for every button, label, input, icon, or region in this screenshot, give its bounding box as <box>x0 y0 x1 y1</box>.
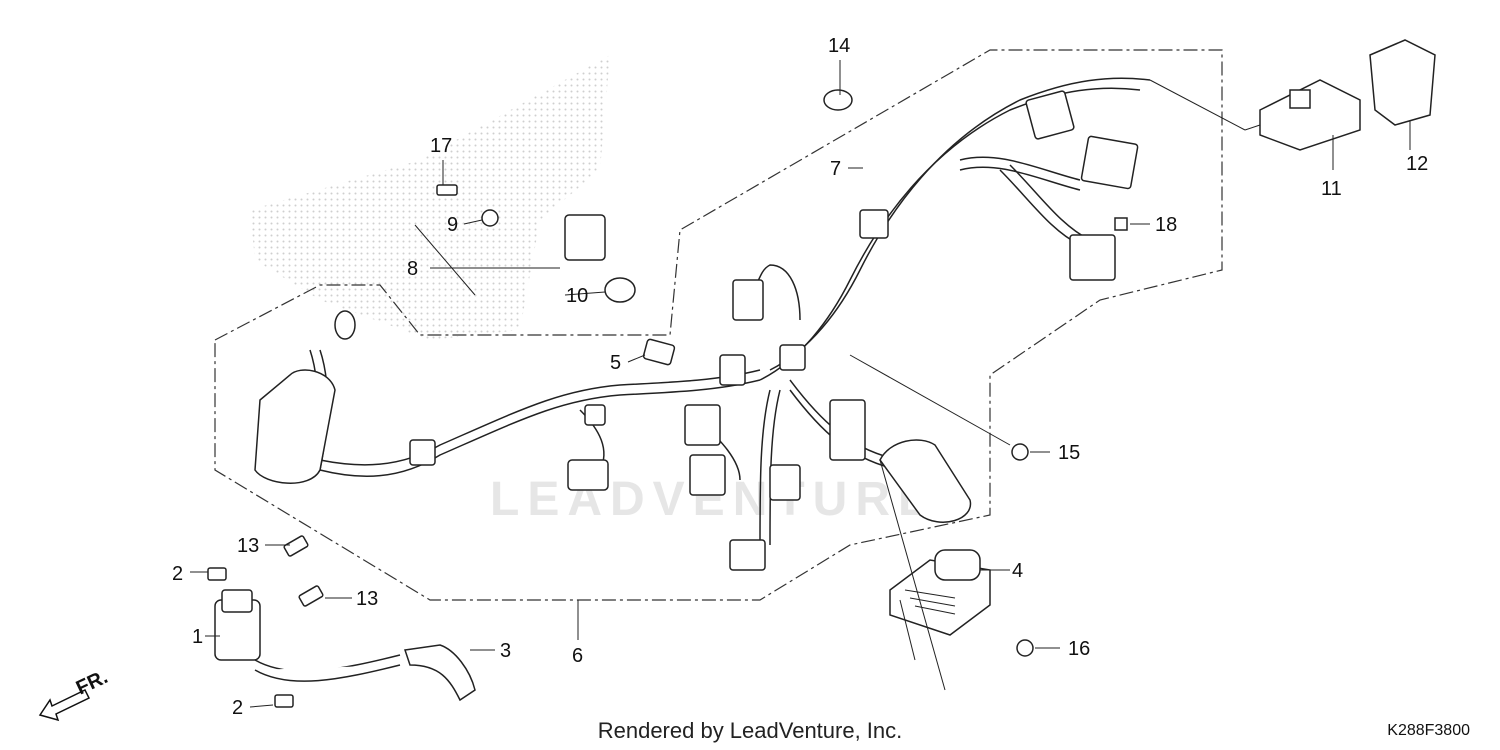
render-credit: Rendered by LeadVenture, Inc. <box>597 718 903 743</box>
callout-15: 15 <box>1058 442 1080 464</box>
callout-17: 17 <box>430 135 452 157</box>
cylinder-left <box>254 310 356 484</box>
leader-lines <box>190 60 1411 708</box>
group-outline-harness <box>214 49 1223 601</box>
callout-2-bottom: 2 <box>232 697 243 719</box>
callout-14: 14 <box>828 35 850 57</box>
callout-7: 7 <box>830 158 841 180</box>
callout-9: 9 <box>447 214 458 236</box>
callout-12: 12 <box>1406 153 1428 175</box>
callout-1: 1 <box>192 626 203 648</box>
callout-3: 3 <box>500 640 511 662</box>
callout-13-bottom: 13 <box>356 588 378 610</box>
part-11-relay <box>1259 79 1361 151</box>
callout-11: 11 <box>1321 178 1342 200</box>
callout-2-top: 2 <box>172 563 183 585</box>
front-direction-arrow: FR. <box>38 666 111 722</box>
callout-6: 6 <box>572 645 583 667</box>
frame-shading <box>250 55 610 340</box>
part-4-regulator <box>889 549 991 636</box>
small-parts <box>207 89 1128 708</box>
cylinder-right <box>879 439 972 523</box>
callout-10: 10 <box>566 285 588 307</box>
callout-18: 18 <box>1155 214 1177 236</box>
part-12-relay <box>1369 39 1436 126</box>
part-1-ignition-coil <box>214 589 401 682</box>
harness-connectors <box>409 90 1139 571</box>
callout-5: 5 <box>610 352 621 374</box>
callout-16: 16 <box>1068 638 1090 660</box>
callout-8: 8 <box>407 258 418 280</box>
part-3-plug-cap <box>404 644 476 702</box>
callout-4: 4 <box>1012 560 1023 582</box>
callout-13-top: 13 <box>237 535 259 557</box>
diagram-code: K288F3800 <box>1387 722 1470 739</box>
